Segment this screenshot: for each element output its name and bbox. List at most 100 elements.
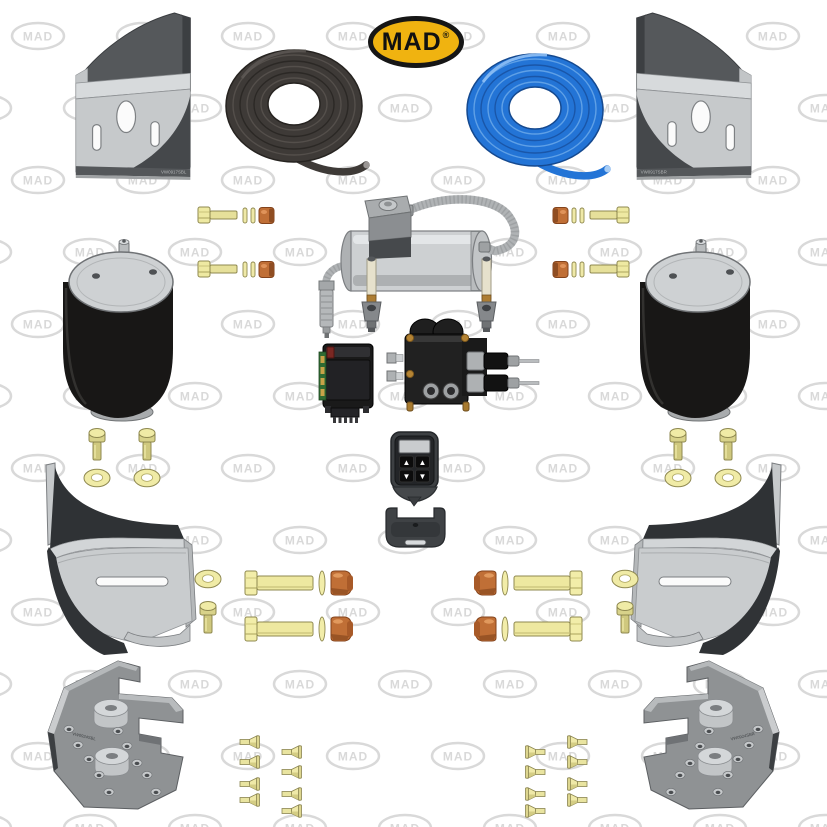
countersunk-screw (281, 804, 302, 818)
solenoid-lower (466, 373, 540, 393)
svg-text:MAD: MAD (495, 678, 525, 692)
svg-text:MAD: MAD (180, 246, 210, 260)
lower-bracket-shape (45, 462, 197, 656)
countersunk-screw (567, 735, 588, 749)
countersunk-screw (525, 804, 546, 818)
compressor-mount-left (361, 256, 382, 332)
svg-text:MAD: MAD (233, 318, 263, 332)
up-arrow-icon: ▲ (419, 458, 427, 467)
svg-text:MAD: MAD (443, 462, 473, 476)
countersunk-screw (525, 765, 546, 779)
long-bolt-row (473, 616, 583, 642)
svg-text:MAD: MAD (23, 750, 53, 764)
svg-text:MAD: MAD (600, 678, 630, 692)
svg-text:MAD: MAD (285, 822, 315, 827)
svg-text:MAD: MAD (390, 678, 420, 692)
svg-text:MAD: MAD (758, 30, 788, 44)
svg-text:MAD: MAD (548, 606, 578, 620)
part-bolt-kit-upper-left (197, 206, 275, 278)
air-spring-bellows (61, 237, 175, 423)
svg-text:MAD: MAD (180, 678, 210, 692)
bolt-washer-nut-row (197, 206, 275, 224)
part-upper-bracket-left: VW0917SBL (75, 12, 191, 181)
svg-text:MAD: MAD (338, 318, 368, 332)
svg-text:MAD: MAD (338, 30, 368, 44)
countersunk-screw (525, 787, 546, 801)
long-bolt-row (473, 570, 583, 596)
countersunk-screw (525, 745, 546, 759)
svg-text:MAD: MAD (23, 174, 53, 188)
countersunk-screw (567, 777, 588, 791)
svg-text:MAD: MAD (810, 678, 827, 692)
down-arrow-icon: ▼ (419, 472, 427, 481)
compressor-mount-right (476, 256, 497, 332)
part-upper-bracket-right: VW0917SBR (636, 12, 752, 181)
svg-text:MAD: MAD (810, 246, 827, 260)
part-washer-bolt-right (611, 569, 639, 634)
countersunk-screw (239, 755, 260, 769)
hex-bolt (616, 600, 634, 634)
down-arrow-icon: ▼ (403, 472, 411, 481)
part-bolt-kit-upper-right (552, 206, 630, 278)
upper-bracket-left-part-number: VW0917SBL (161, 170, 187, 175)
svg-text:MAD: MAD (285, 678, 315, 692)
svg-text:MAD: MAD (758, 174, 788, 188)
push-fittings (386, 352, 404, 382)
svg-text:MAD: MAD (180, 390, 210, 404)
svg-text:MAD: MAD (23, 462, 53, 476)
svg-text:MAD: MAD (338, 750, 368, 764)
countersunk-screw (567, 755, 588, 769)
svg-text:MAD: MAD (495, 822, 525, 827)
blue-tubing-coil (467, 54, 611, 176)
svg-text:MAD: MAD (600, 822, 630, 827)
svg-text:MAD: MAD (23, 318, 53, 332)
svg-text:MAD: MAD (285, 246, 315, 260)
part-remote-control: ▲ ▲ ▼ ▼ (385, 431, 446, 548)
mad-logo-text: MAD (381, 27, 442, 56)
svg-text:MAD: MAD (443, 174, 473, 188)
svg-text:MAD: MAD (758, 318, 788, 332)
svg-text:MAD: MAD (548, 30, 578, 44)
spacer-plate-shape (47, 660, 184, 810)
svg-text:MAD: MAD (390, 102, 420, 116)
countersunk-screw (281, 745, 302, 759)
brass-screw (460, 333, 470, 343)
svg-text:MAD: MAD (338, 174, 368, 188)
countersunk-screw (281, 787, 302, 801)
compressor-cylinder (340, 230, 493, 292)
part-washer-bolt-left (194, 569, 222, 634)
part-air-line-blue (463, 46, 611, 188)
black-tubing-coil (226, 50, 370, 172)
svg-text:MAD: MAD (600, 102, 630, 116)
svg-text:MAD: MAD (233, 462, 263, 476)
long-bolt-row (244, 570, 354, 596)
svg-text:MAD: MAD (810, 102, 827, 116)
svg-text:MAD: MAD (338, 606, 368, 620)
spacer-plate-shape (643, 660, 780, 810)
brass-fitting (406, 401, 414, 412)
countersunk-screw (567, 793, 588, 807)
air-filter (318, 280, 335, 338)
air-spring-bellows (638, 237, 752, 423)
bolt-washer-nut-row (552, 260, 630, 278)
up-arrow-icon: ▲ (403, 458, 411, 467)
countersunk-screw (239, 793, 260, 807)
brass-screw (405, 369, 415, 379)
svg-text:MAD: MAD (495, 534, 525, 548)
part-long-bolt-kit-right (473, 570, 583, 642)
relay-connector (330, 407, 360, 418)
bolt-washer-nut-row (552, 206, 630, 224)
svg-text:MAD: MAD (23, 30, 53, 44)
compressor-head (364, 195, 412, 259)
part-screw-set-right (525, 735, 588, 818)
svg-text:MAD: MAD (443, 606, 473, 620)
long-bolt-row (244, 616, 354, 642)
part-air-spring-left (61, 237, 175, 423)
relay-pcb (318, 351, 327, 401)
svg-text:MAD: MAD (810, 822, 827, 827)
part-air-line-black (222, 42, 370, 184)
svg-text:MAD: MAD (705, 822, 735, 827)
remote-down-button (399, 469, 414, 483)
svg-text:MAD: MAD (810, 534, 827, 548)
hex-bolt (199, 600, 217, 634)
